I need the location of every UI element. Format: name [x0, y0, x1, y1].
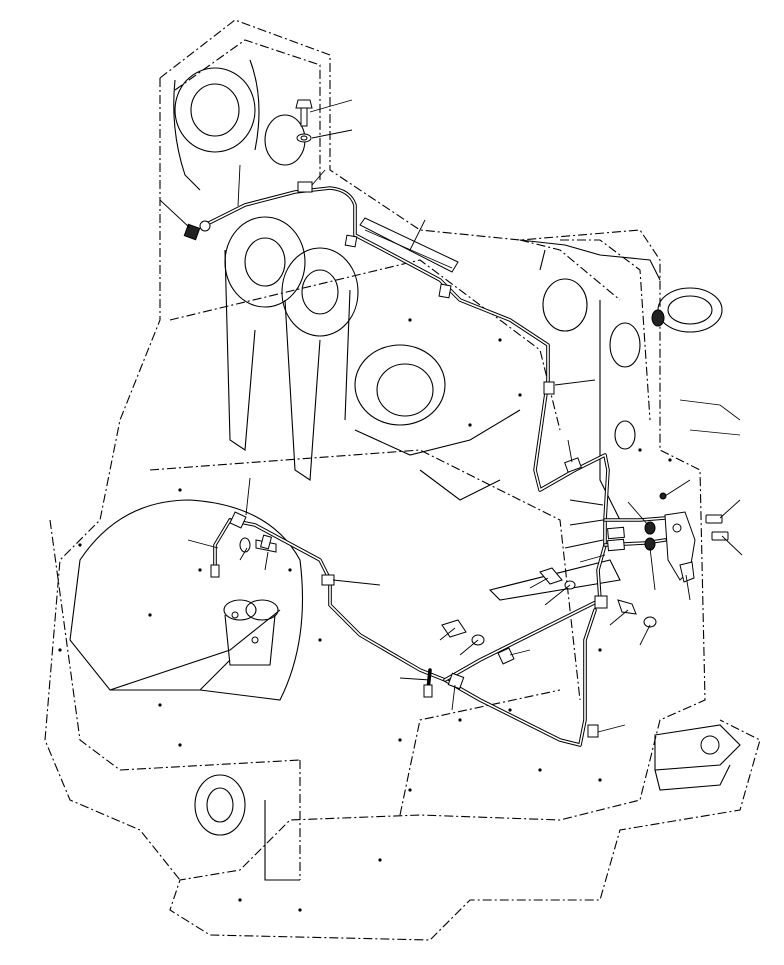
right-column	[488, 239, 661, 601]
lower-pipe-run	[213, 518, 602, 747]
rivet-holes	[58, 318, 672, 912]
lower-cutout	[69, 499, 304, 701]
manifold-block	[644, 511, 696, 583]
pipe-cover	[359, 217, 459, 273]
lower-boss	[194, 774, 300, 881]
fittings	[183, 220, 625, 698]
bolts	[239, 99, 729, 646]
center-lugs	[224, 216, 521, 501]
pipe-clamps	[297, 181, 608, 738]
frame-outline	[44, 19, 761, 941]
lower-hinge	[654, 724, 741, 791]
cylinder-cap	[651, 287, 741, 436]
callout-leaders	[159, 99, 743, 733]
upper-pipe-run	[203, 186, 610, 602]
